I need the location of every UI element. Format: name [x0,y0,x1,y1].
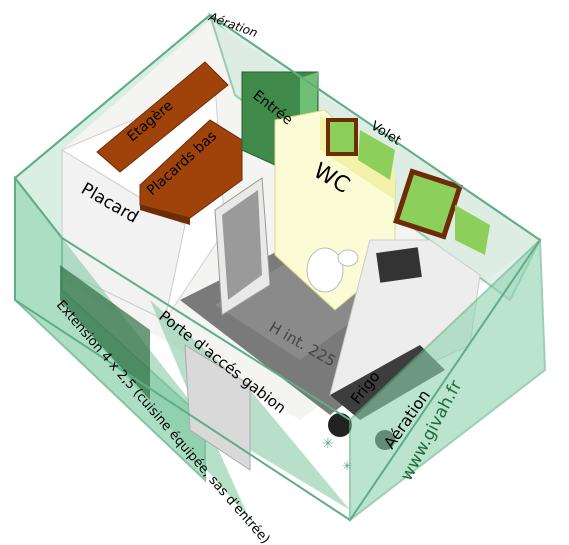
volet-panel [358,130,395,180]
shower-door-inner [222,190,262,300]
sun-glyph-2: ✳ [342,459,352,473]
toilet-tank [337,249,359,267]
door-passage [184,344,251,471]
toilet [306,247,344,293]
low-cupboards-front [140,205,190,225]
front-dark-glass [60,265,150,400]
sink [376,247,422,283]
kitchen-volet [455,205,490,255]
cooktop [328,413,352,437]
kitchen-window [393,168,463,240]
edge-front [61,237,351,421]
right-front-glass [349,237,547,523]
shelf [96,61,229,173]
box-outline [14,13,542,522]
sun-glyph-1: ✳ [322,436,334,452]
wc-window [326,118,358,156]
